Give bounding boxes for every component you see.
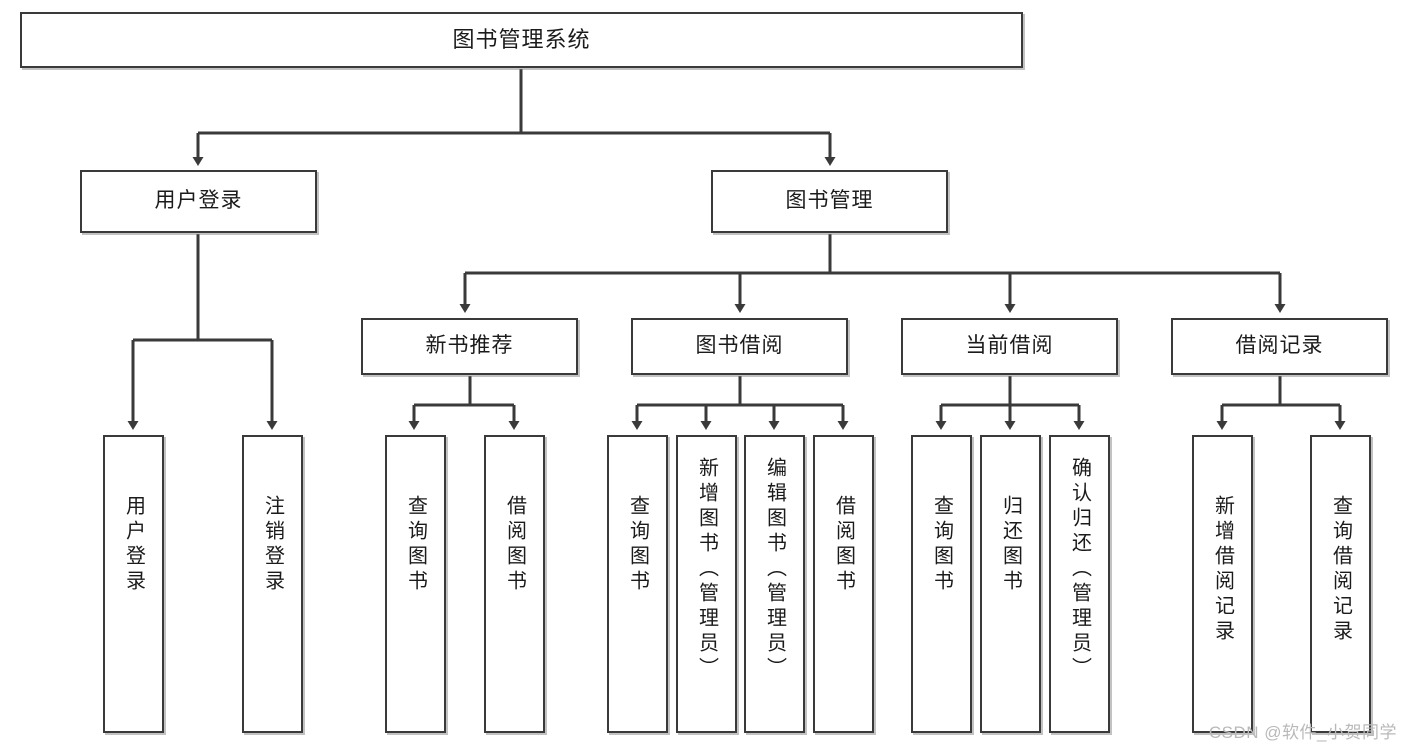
leaf-record-add-record[interactable]: 新增借阅记录 [1192,435,1253,733]
node-label: 当前借阅 [965,334,1054,358]
node-label: 归还图书 [999,495,1022,595]
node-book-management[interactable]: 图书管理 [711,170,948,233]
node-root-system[interactable]: 图书管理系统 [20,12,1023,68]
node-label: 借阅图书 [832,495,855,595]
node-label: 注销登录 [261,495,284,595]
leaf-borrow-borrow-book[interactable]: 借阅图书 [813,435,874,733]
leaf-borrow-edit-book[interactable]: 编辑图书（管理员） [744,435,805,733]
leaf-current-return-book[interactable]: 归还图书 [980,435,1041,733]
node-label: 新增图书（管理员） [695,457,718,682]
node-label: 借阅记录 [1235,334,1324,358]
csdn-watermark: CSDN @软件_小贺同学 [1208,723,1397,742]
node-label: 图书管理 [785,189,874,213]
node-label: 用户登录 [154,189,243,213]
leaf-user-logout[interactable]: 注销登录 [242,435,303,733]
leaf-recommend-search-book[interactable]: 查询图书 [385,435,446,733]
node-label: 新增借阅记录 [1211,495,1234,645]
node-label: 查询图书 [626,495,649,595]
node-label: 图书管理系统 [452,27,591,53]
leaf-current-search-book[interactable]: 查询图书 [911,435,972,733]
leaf-borrow-add-book[interactable]: 新增图书（管理员） [676,435,737,733]
node-current-borrow[interactable]: 当前借阅 [901,318,1118,375]
node-label: 确认归还（管理员） [1068,457,1091,682]
leaf-recommend-borrow-book[interactable]: 借阅图书 [484,435,545,733]
leaf-user-login[interactable]: 用户登录 [103,435,164,733]
node-label: 编辑图书（管理员） [763,457,786,682]
leaf-current-confirm-return[interactable]: 确认归还（管理员） [1049,435,1110,733]
node-label: 图书借阅 [695,334,784,358]
node-book-borrow[interactable]: 图书借阅 [631,318,848,375]
leaf-record-search-record[interactable]: 查询借阅记录 [1310,435,1371,733]
node-label: 查询借阅记录 [1329,495,1352,645]
node-new-book-recommend[interactable]: 新书推荐 [361,318,578,375]
node-label: 新书推荐 [425,334,514,358]
node-label: 查询图书 [404,495,427,595]
node-label: 用户登录 [122,495,145,595]
node-user-login[interactable]: 用户登录 [80,170,317,233]
leaf-borrow-search-book[interactable]: 查询图书 [607,435,668,733]
node-borrow-record[interactable]: 借阅记录 [1171,318,1388,375]
node-label: 查询图书 [930,495,953,595]
node-label: 借阅图书 [503,495,526,595]
